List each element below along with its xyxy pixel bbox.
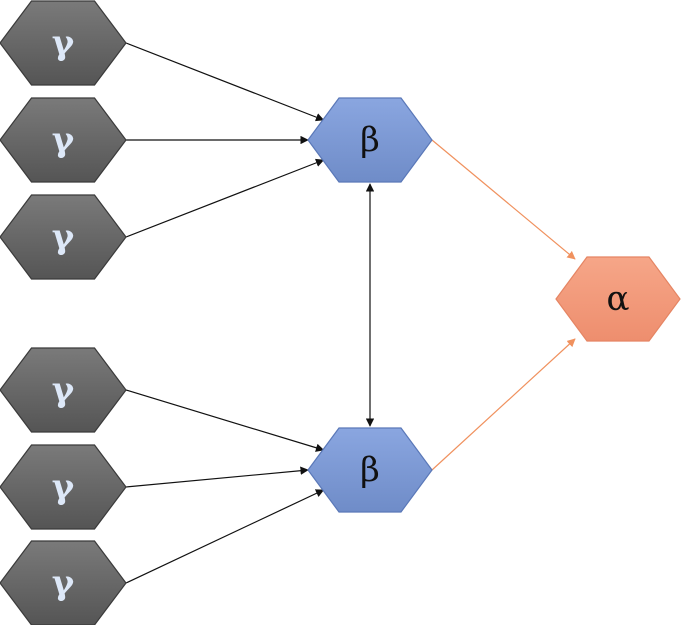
gamma-node: γ [0, 0, 127, 86]
gamma-label: γ [52, 370, 75, 410]
edge-gamma-to-beta [125, 489, 325, 584]
alpha-label: α [607, 279, 630, 319]
edge-beta-to-alpha [431, 338, 576, 471]
gamma-label: γ [52, 120, 75, 160]
alpha-hexagon [555, 256, 681, 342]
gamma-hexagon [0, 97, 127, 183]
beta-node: β [307, 97, 433, 183]
beta-hexagon [307, 427, 433, 513]
gamma-node: γ [0, 97, 127, 183]
beta-hexagon [307, 97, 433, 183]
gamma-hexagon [0, 0, 127, 86]
edges-layer [125, 42, 576, 584]
gamma-node: γ [0, 444, 127, 530]
gamma-label: γ [52, 563, 75, 603]
edge-gamma-to-beta [125, 158, 325, 238]
beta-label: β [360, 120, 380, 160]
gamma-hexagon [0, 540, 127, 625]
gamma-hexagon [0, 444, 127, 530]
gamma-node: γ [0, 347, 127, 433]
gamma-hexagon [0, 194, 127, 280]
gamma-node: γ [0, 540, 127, 625]
edge-gamma-to-beta [125, 466, 309, 488]
gamma-node: γ [0, 194, 127, 280]
edge-beta-to-alpha [431, 139, 576, 260]
gamma-label: γ [52, 217, 75, 257]
alpha-node: α [555, 256, 681, 342]
edge-gamma-to-beta [125, 42, 325, 122]
gamma-hexagon [0, 347, 127, 433]
gamma-label: γ [52, 467, 75, 507]
beta-node: β [307, 427, 433, 513]
gamma-label: γ [52, 23, 75, 63]
edge-gamma-to-beta [125, 389, 325, 452]
beta-label: β [360, 450, 380, 490]
